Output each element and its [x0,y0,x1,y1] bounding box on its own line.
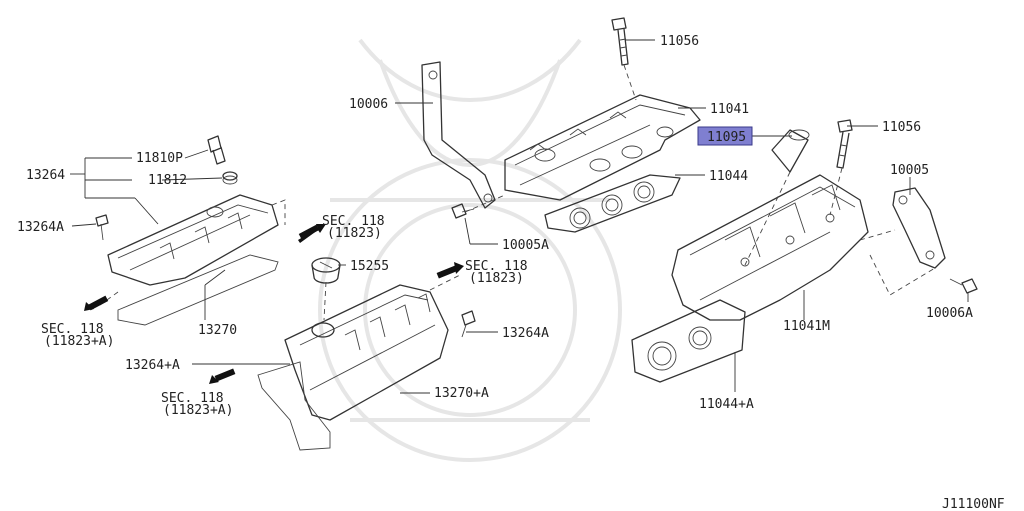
guide-line-right-2 [869,254,936,296]
label-11056-upper[interactable]: 11056 [660,34,699,49]
label-13264a-mid[interactable]: 13264A [502,326,549,341]
diagram-id: J11100NF [942,497,1005,511]
bracket-10006[interactable] [421,61,496,209]
label-11056-right[interactable]: 11056 [882,120,921,135]
plug-tube-11095[interactable] [771,129,810,173]
guide-line-right-1 [859,229,896,241]
bolt-13264a-left[interactable] [95,214,109,241]
cylinder-head-upper[interactable] [504,94,701,201]
label-10006a[interactable]: 10006A [926,306,973,321]
bolt-10006a[interactable] [949,278,978,294]
label-11812[interactable]: 11812 [148,173,187,188]
label-13264a-left[interactable]: 13264A [17,220,64,235]
guide-line-right-4 [829,167,843,216]
arrow-sec-118-upper-left[interactable] [298,224,326,243]
valve-cover-gasket-left[interactable] [117,254,279,326]
grommet-11812[interactable] [222,171,238,185]
valve-cover-left[interactable] [107,194,279,286]
valve-cover-lower[interactable] [284,284,449,421]
arrow-sec-118-lower[interactable] [209,368,236,384]
label-11044a[interactable]: 11044+A [699,397,754,412]
sec-ref-2-line2[interactable]: (11823) [469,271,524,286]
sec-ref-2-line1[interactable]: SEC. 118 [465,259,528,274]
sec-ref-1-line2[interactable]: (11823) [327,226,382,241]
label-15255[interactable]: 15255 [350,259,389,274]
label-13264plusa[interactable]: 13264+A [125,358,180,373]
watermark-emblem [318,38,622,462]
pcv-valve-11810p[interactable] [207,135,226,165]
guide-line-mid-1 [429,274,461,291]
leader-lines [70,39,969,394]
sec-ref-3-line1[interactable]: SEC. 118 [41,322,104,337]
sec-ref-4-line1[interactable]: SEC. 118 [161,391,224,406]
guide-line-upper-2 [464,194,506,213]
sec-ref-1-line1[interactable]: SEC. 118 [322,214,385,229]
cylinder-head-right[interactable] [671,174,869,321]
sec-ref-3-line2[interactable]: (11823+A) [44,334,114,349]
label-13270plusa[interactable]: 13270+A [434,386,489,401]
label-10006[interactable]: 10006 [349,97,388,112]
label-13270[interactable]: 13270 [198,323,237,338]
label-10005a[interactable]: 10005A [502,238,549,253]
head-gasket-lower[interactable] [631,299,746,383]
bolt-13264a-mid[interactable] [461,310,476,338]
head-gasket-upper[interactable] [544,174,681,233]
label-13264[interactable]: 13264 [26,168,65,183]
label-10005[interactable]: 10005 [890,163,929,178]
bolt-11056-upper[interactable] [611,17,629,66]
highlight-11095[interactable] [697,126,753,146]
guide-line-right-3 [744,171,791,266]
arrow-sec-118-left[interactable] [84,295,109,311]
sec-ref-4-line2[interactable]: (11823+A) [163,403,233,418]
label-11044[interactable]: 11044 [709,169,748,184]
label-11041[interactable]: 11041 [710,102,749,117]
label-11041m[interactable]: 11041M [783,319,830,334]
guide-line-cap [323,281,327,321]
arrow-sec-118-mid[interactable] [436,262,464,279]
guide-line-left-1 [271,199,286,225]
label-11810p[interactable]: 11810P [136,151,183,166]
valve-cover-gasket-lower[interactable] [257,361,331,451]
bracket-10005[interactable] [892,187,946,269]
guide-line-upper-1 [623,64,637,101]
part-labels: 11056 10006 11041 11095 11056 11044 1000… [17,34,1005,511]
label-11095[interactable]: 11095 [707,130,746,145]
bolt-11056-right[interactable] [836,119,853,169]
